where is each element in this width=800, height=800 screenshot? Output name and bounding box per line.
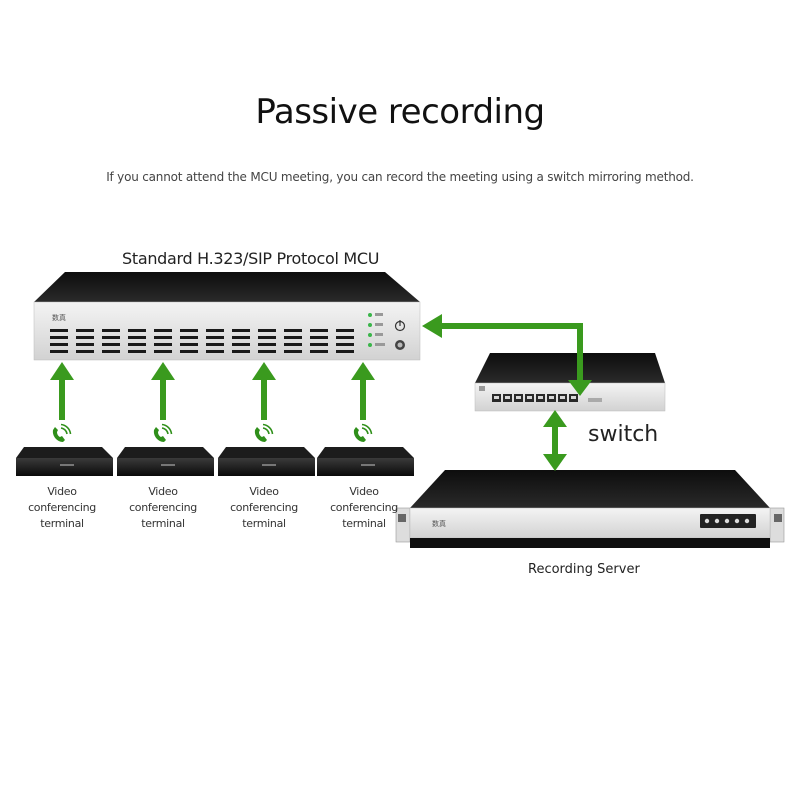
video-terminal-group <box>117 362 214 476</box>
arrow-up <box>151 362 175 420</box>
phone-wifi-icon <box>52 423 72 443</box>
phone-wifi-icon <box>153 423 173 443</box>
arrow-up <box>351 362 375 420</box>
mcu-label: Standard H.323/SIP Protocol MCU <box>122 249 380 268</box>
arrowhead-up-switch <box>543 410 567 427</box>
terminal-label-line1: Video conferencing <box>230 485 298 514</box>
mcu-logo: 数真 <box>52 313 66 322</box>
mcu-status-leds <box>368 313 385 347</box>
mcu-power-icon <box>394 320 406 350</box>
video-terminal-group <box>218 362 315 476</box>
terminal-label: Video conferencing terminal <box>314 484 414 532</box>
recording-server-device: 数真 <box>395 470 785 548</box>
video-terminal-device <box>117 447 214 476</box>
video-terminal-device <box>16 447 113 476</box>
video-terminal-group <box>16 362 113 476</box>
video-terminal-device <box>218 447 315 476</box>
mcu-switch-connection <box>422 314 592 396</box>
terminal-label-line2: terminal <box>242 517 286 530</box>
arrowhead-to-mcu <box>422 314 442 338</box>
switch-label: switch <box>588 422 659 447</box>
arrow-up <box>50 362 74 420</box>
terminal-label-line1: Video conferencing <box>330 485 398 514</box>
server-logo: 数真 <box>432 519 446 528</box>
video-terminal-group <box>317 362 414 476</box>
arrow-up <box>252 362 276 420</box>
switch-server-connection <box>543 410 567 471</box>
terminal-label-line1: Video conferencing <box>28 485 96 514</box>
phone-wifi-icon <box>353 423 373 443</box>
switch-ports <box>492 394 578 402</box>
mcu-device: 数真 <box>33 272 421 361</box>
switch-device <box>474 353 666 412</box>
arrowhead-to-switch <box>568 380 592 396</box>
terminal-label: Video conferencing terminal <box>113 484 213 532</box>
terminal-label-line2: terminal <box>141 517 185 530</box>
terminal-label-line2: terminal <box>40 517 84 530</box>
terminal-label: Video conferencing terminal <box>12 484 112 532</box>
terminal-label-line2: terminal <box>342 517 386 530</box>
recording-server-label: Recording Server <box>528 562 640 577</box>
terminal-label: Video conferencing terminal <box>214 484 314 532</box>
mcu-vents <box>50 329 354 353</box>
page-subtitle: If you cannot attend the MCU meeting, yo… <box>106 170 694 184</box>
video-terminal-device <box>317 447 414 476</box>
phone-wifi-icon <box>254 423 274 443</box>
terminal-label-line1: Video conferencing <box>129 485 197 514</box>
arrowhead-down-server <box>543 454 567 471</box>
page-title: Passive recording <box>255 92 545 132</box>
